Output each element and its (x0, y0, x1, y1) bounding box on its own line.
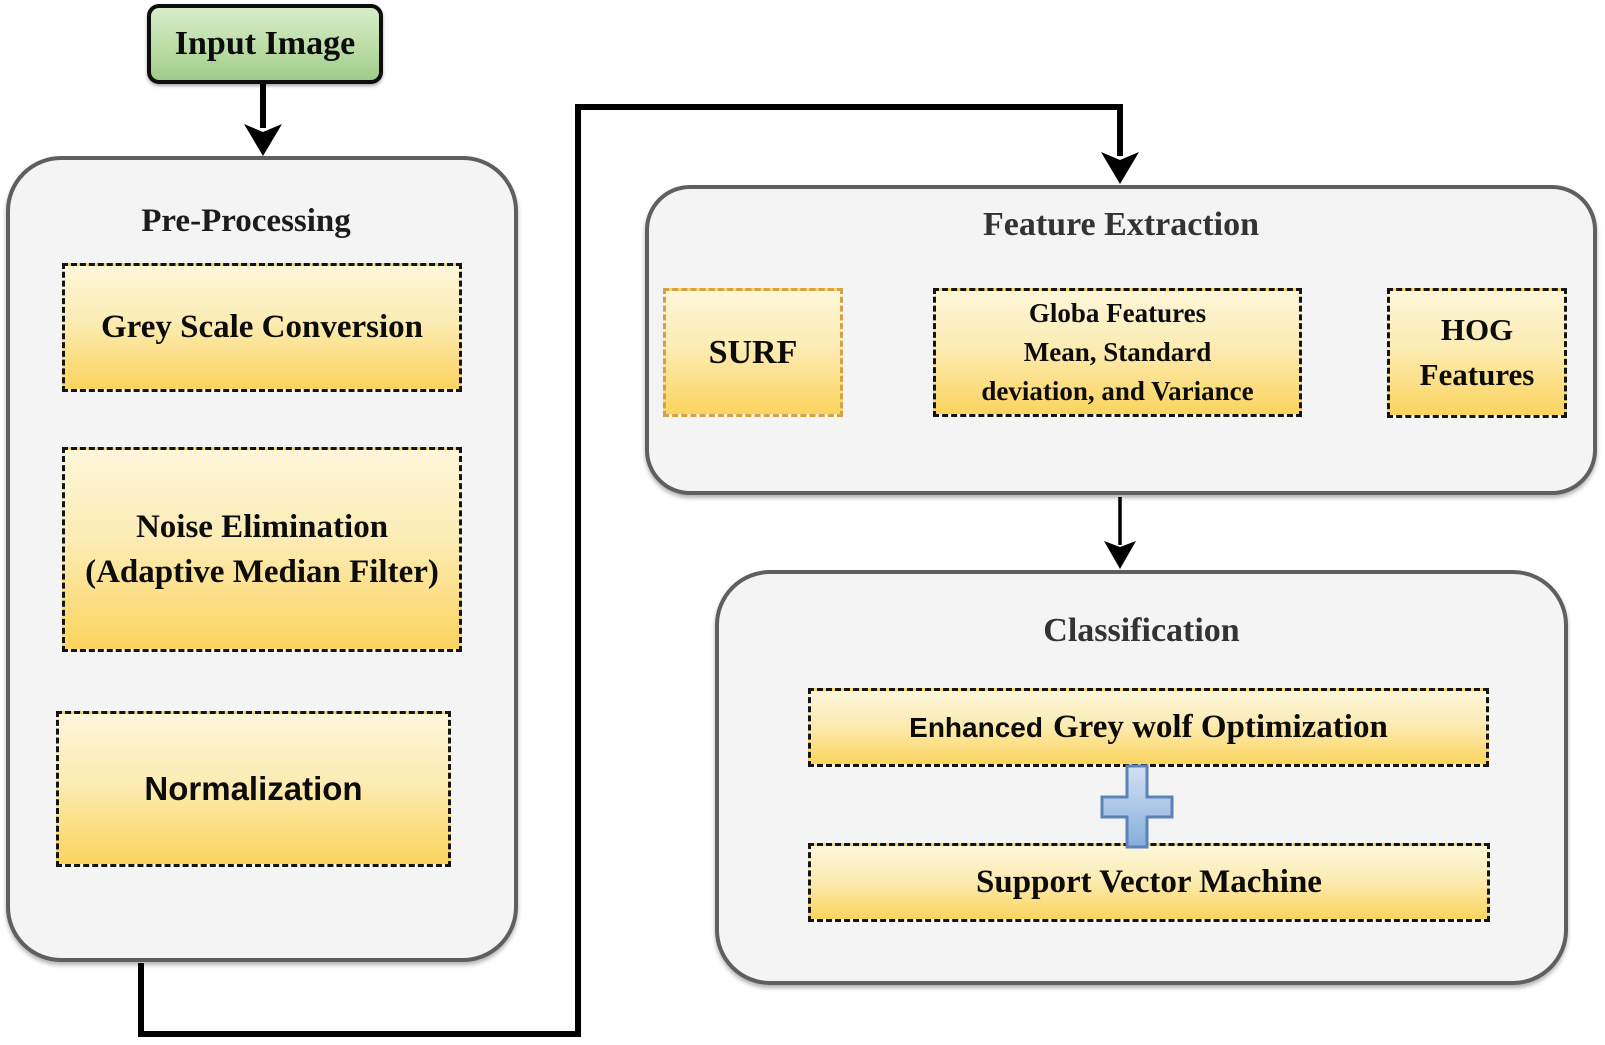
egwo-main-label: Grey wolf Optimization (1052, 709, 1388, 745)
normalization-label: Normalization (144, 770, 363, 807)
classification-title: Classification (1043, 612, 1240, 649)
feature-extraction-title: Feature Extraction (982, 206, 1260, 243)
global-features-line3: deviation, and Variance (981, 376, 1254, 407)
input-image-node: Input Image (147, 4, 383, 84)
global-features-box: Globa Features Mean, Standard deviation,… (933, 288, 1302, 417)
preprocessing-title: Pre-Processing (141, 203, 351, 239)
grey-scale-conversion-box: Grey Scale Conversion (62, 263, 462, 392)
arrow-input-to-preprocessing-head-icon (244, 124, 282, 156)
hog-features-box: HOG Features (1387, 288, 1567, 418)
arrow-feature-extraction-head-icon (1101, 152, 1139, 184)
svm-label: Support Vector Machine (976, 864, 1322, 900)
global-features-line1: Globa Features (1028, 297, 1207, 328)
input-image-label: Input Image (174, 25, 356, 62)
noise-elimination-box: Noise Elimination (Adaptive Median Filte… (62, 447, 462, 652)
hog-features-line2: Features (1419, 357, 1535, 392)
surf-box: SURF (663, 288, 843, 417)
noise-elimination-line2: (Adaptive Median Filter) (85, 553, 439, 590)
egwo-prefix-label: Enhanced (909, 711, 1043, 743)
grey-scale-conversion-label: Grey Scale Conversion (100, 309, 424, 345)
hog-features-line1: HOG (1440, 312, 1514, 348)
surf-label: SURF (708, 333, 798, 371)
enhanced-grey-wolf-optimization-box: Enhanced Grey wolf Optimization (808, 688, 1489, 767)
arrow-classification-head-icon (1104, 541, 1136, 569)
global-features-line2: Mean, Standard (1023, 336, 1212, 367)
support-vector-machine-box: Support Vector Machine (808, 843, 1490, 922)
normalization-box: Normalization (56, 711, 451, 867)
noise-elimination-line1: Noise Elimination (135, 508, 389, 545)
